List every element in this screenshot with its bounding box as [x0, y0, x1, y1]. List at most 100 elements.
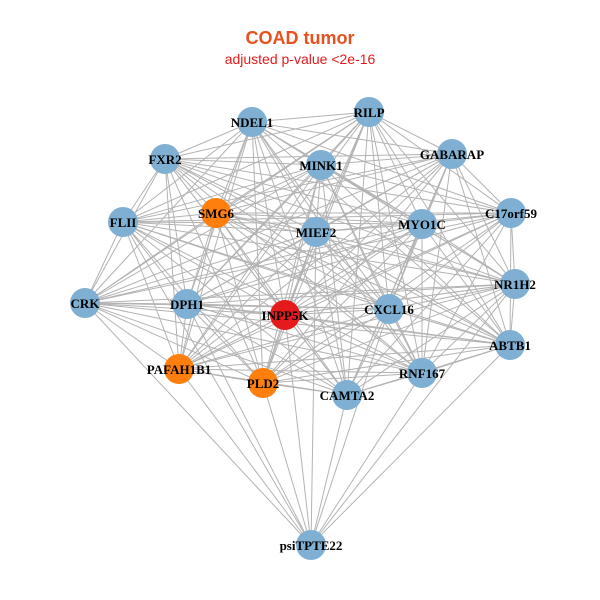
- edge-CXCL16-psiTPTE22: [310, 308, 390, 546]
- node-label: NR1H2: [494, 277, 536, 292]
- edge-CAMTA2-psiTPTE22: [310, 394, 348, 546]
- node-inpp5k[interactable]: INPP5K: [262, 300, 310, 330]
- node-pld2[interactable]: PLD2: [247, 368, 280, 398]
- node-gabarap[interactable]: GABARAP: [420, 139, 484, 169]
- node-label: psiTPTE22: [280, 538, 343, 553]
- edge-NR1H2-DPH1: [186, 283, 516, 305]
- node-circle[interactable]: [496, 198, 526, 228]
- node-circle[interactable]: [172, 289, 202, 319]
- node-fxr2[interactable]: FXR2: [148, 144, 182, 174]
- node-mief2[interactable]: MIEF2: [296, 217, 336, 247]
- node-circle[interactable]: [248, 368, 278, 398]
- node-label: PLD2: [247, 376, 280, 391]
- edge-CRK-psiTPTE22: [84, 302, 312, 546]
- edge-MIEF2-CRK: [84, 231, 317, 304]
- edge-C17orf59-CAMTA2: [346, 212, 512, 396]
- node-circle[interactable]: [407, 209, 437, 239]
- node-smg6[interactable]: SMG6: [198, 198, 235, 228]
- edge-MINK1-INPP5K: [284, 164, 322, 316]
- edge-ABTB1-psiTPTE22: [310, 344, 511, 546]
- edge-INPP5K-psiTPTE22: [284, 314, 312, 546]
- edge-NDEL1-FLII: [122, 121, 253, 223]
- edge-MINK1-SMG6: [215, 164, 322, 214]
- node-circle[interactable]: [301, 217, 331, 247]
- node-circle[interactable]: [437, 139, 467, 169]
- node-crk[interactable]: CRK: [70, 288, 100, 318]
- node-c17orf59[interactable]: C17orf59: [485, 198, 537, 228]
- node-circle[interactable]: [270, 300, 300, 330]
- node-circle[interactable]: [296, 530, 326, 560]
- edge-RILP-FLII: [122, 111, 370, 223]
- node-label: CXCL16: [364, 302, 414, 317]
- node-label: MIEF2: [296, 225, 336, 240]
- edge-SMG6-NR1H2: [215, 212, 516, 285]
- edge-RNF167-psiTPTE22: [310, 372, 423, 546]
- node-abtb1[interactable]: ABTB1: [489, 330, 531, 360]
- edge-ABTB1-PLD2: [262, 344, 511, 384]
- node-circle[interactable]: [500, 269, 530, 299]
- edge-FLII-PAFAH1B1: [122, 221, 180, 370]
- node-circle[interactable]: [332, 380, 362, 410]
- edge-CXCL16-ABTB1: [388, 308, 511, 346]
- edge-CRK-RNF167: [84, 302, 423, 374]
- node-label: PAFAH1B1: [147, 362, 212, 377]
- node-circle[interactable]: [150, 144, 180, 174]
- node-nr1h2[interactable]: NR1H2: [494, 269, 536, 299]
- edge-INPP5K-CXCL16: [284, 308, 390, 316]
- node-pafah1b1[interactable]: PAFAH1B1: [147, 354, 212, 384]
- edge-MIEF2-RNF167: [315, 231, 423, 374]
- node-cxcl16[interactable]: CXCL16: [364, 294, 414, 324]
- node-circle[interactable]: [354, 97, 384, 127]
- edge-NR1H2-CXCL16: [388, 283, 516, 310]
- edge-INPP5K-RNF167: [284, 314, 423, 374]
- edge-MYO1C-DPH1: [186, 223, 423, 305]
- edge-GABARAP-CRK: [84, 153, 453, 304]
- edge-SMG6-DPH1: [186, 212, 217, 305]
- node-circle[interactable]: [306, 150, 336, 180]
- edge-RILP-GABARAP: [368, 111, 453, 155]
- node-rilp[interactable]: RILP: [353, 97, 385, 127]
- edge-FLII-DPH1: [122, 221, 188, 305]
- node-circle[interactable]: [407, 358, 437, 388]
- node-circle[interactable]: [201, 198, 231, 228]
- edge-ABTB1-PAFAH1B1: [178, 344, 511, 370]
- edge-RILP-MIEF2: [315, 111, 370, 233]
- node-myo1c[interactable]: MYO1C: [398, 209, 446, 239]
- node-ndel1[interactable]: NDEL1: [231, 107, 274, 137]
- edge-SMG6-CRK: [84, 212, 217, 304]
- edge-C17orf59-PAFAH1B1: [178, 212, 512, 370]
- edge-NDEL1-RILP: [251, 111, 370, 123]
- node-circle[interactable]: [108, 207, 138, 237]
- node-mink1[interactable]: MINK1: [299, 150, 343, 180]
- node-flii[interactable]: FLII: [108, 207, 138, 237]
- node-rnf167[interactable]: RNF167: [399, 358, 446, 388]
- edge-NR1H2-PAFAH1B1: [178, 283, 516, 370]
- edge-MINK1-CRK: [84, 164, 322, 304]
- node-circle[interactable]: [164, 354, 194, 384]
- node-circle[interactable]: [374, 294, 404, 324]
- edge-FXR2-PLD2: [164, 158, 264, 384]
- edge-INPP5K-PAFAH1B1: [178, 314, 286, 370]
- node-psitpte22[interactable]: psiTPTE22: [280, 530, 343, 560]
- node-circle[interactable]: [495, 330, 525, 360]
- edge-DPH1-psiTPTE22: [186, 303, 312, 546]
- node-circle[interactable]: [70, 288, 100, 318]
- edge-NR1H2-CRK: [84, 283, 516, 304]
- edge-FLII-RNF167: [122, 221, 423, 374]
- edge-PAFAH1B1-psiTPTE22: [178, 368, 312, 546]
- node-circle[interactable]: [237, 107, 267, 137]
- edge-MYO1C-CRK: [84, 223, 423, 304]
- edge-PLD2-RNF167: [262, 372, 423, 384]
- edge-CXCL16-CAMTA2: [346, 308, 390, 396]
- edge-NDEL1-GABARAP: [251, 121, 453, 155]
- edge-MINK1-GABARAP: [320, 153, 453, 166]
- node-camta2[interactable]: CAMTA2: [320, 380, 375, 410]
- edge-GABARAP-PLD2: [262, 153, 453, 384]
- edge-RILP-FXR2: [164, 111, 370, 160]
- node-label: MYO1C: [398, 217, 446, 232]
- edge-PAFAH1B1-RNF167: [178, 368, 423, 374]
- node-dph1[interactable]: DPH1: [170, 289, 204, 319]
- edge-CRK-PAFAH1B1: [84, 302, 180, 370]
- edge-INPP5K-ABTB1: [284, 314, 511, 346]
- edge-NDEL1-FXR2: [164, 121, 253, 160]
